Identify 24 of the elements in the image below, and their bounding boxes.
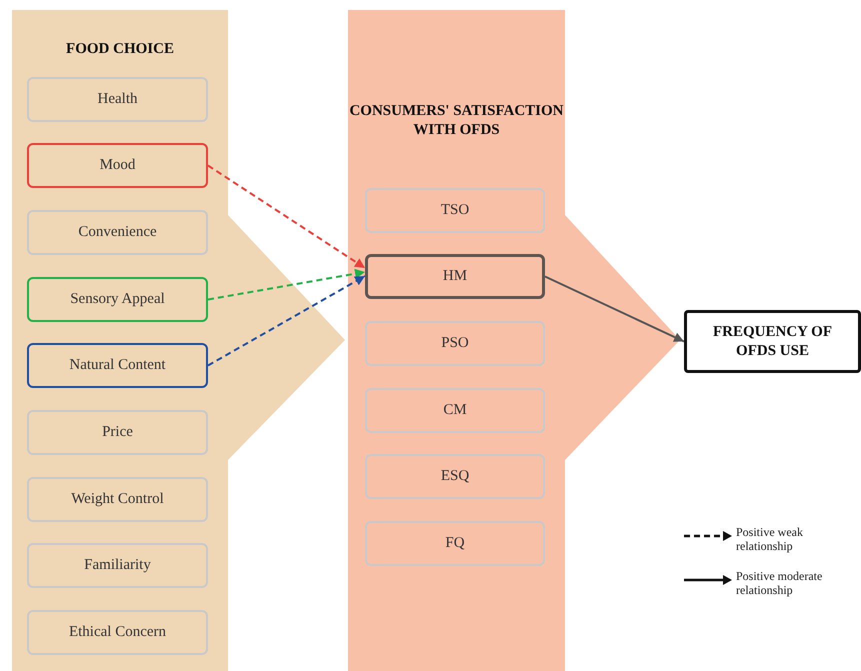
factor-box: Weight Control (27, 477, 208, 522)
factor-box: CM (365, 388, 545, 433)
legend-text: Positive weak relationship (736, 525, 804, 553)
factor-box: Familiarity (27, 543, 208, 588)
outcome-box: FREQUENCY OF OFDS USE (684, 310, 861, 373)
arrow (207, 164, 366, 269)
arrow (208, 268, 366, 300)
factor-box: HM (365, 254, 545, 299)
factor-box: Sensory Appeal (27, 277, 208, 322)
factor-box: Health (27, 77, 208, 122)
factor-box: TSO (365, 188, 545, 233)
arrow (544, 276, 684, 342)
panel-heading: CONSUMERS' SATISFACTION WITH OFDS (348, 102, 565, 140)
factor-box: ESQ (365, 454, 545, 499)
factor-box: Price (27, 410, 208, 455)
factor-box: Convenience (27, 210, 208, 255)
legend-text: Positive moderate relationship (736, 569, 824, 597)
panel-heading: FOOD CHOICE (65, 40, 175, 59)
arrow (208, 275, 366, 366)
factor-box: FQ (365, 521, 545, 566)
factor-box: Natural Content (27, 343, 208, 388)
factor-box: Ethical Concern (27, 610, 208, 655)
factor-box: PSO (365, 321, 545, 366)
factor-box: Mood (27, 143, 208, 188)
